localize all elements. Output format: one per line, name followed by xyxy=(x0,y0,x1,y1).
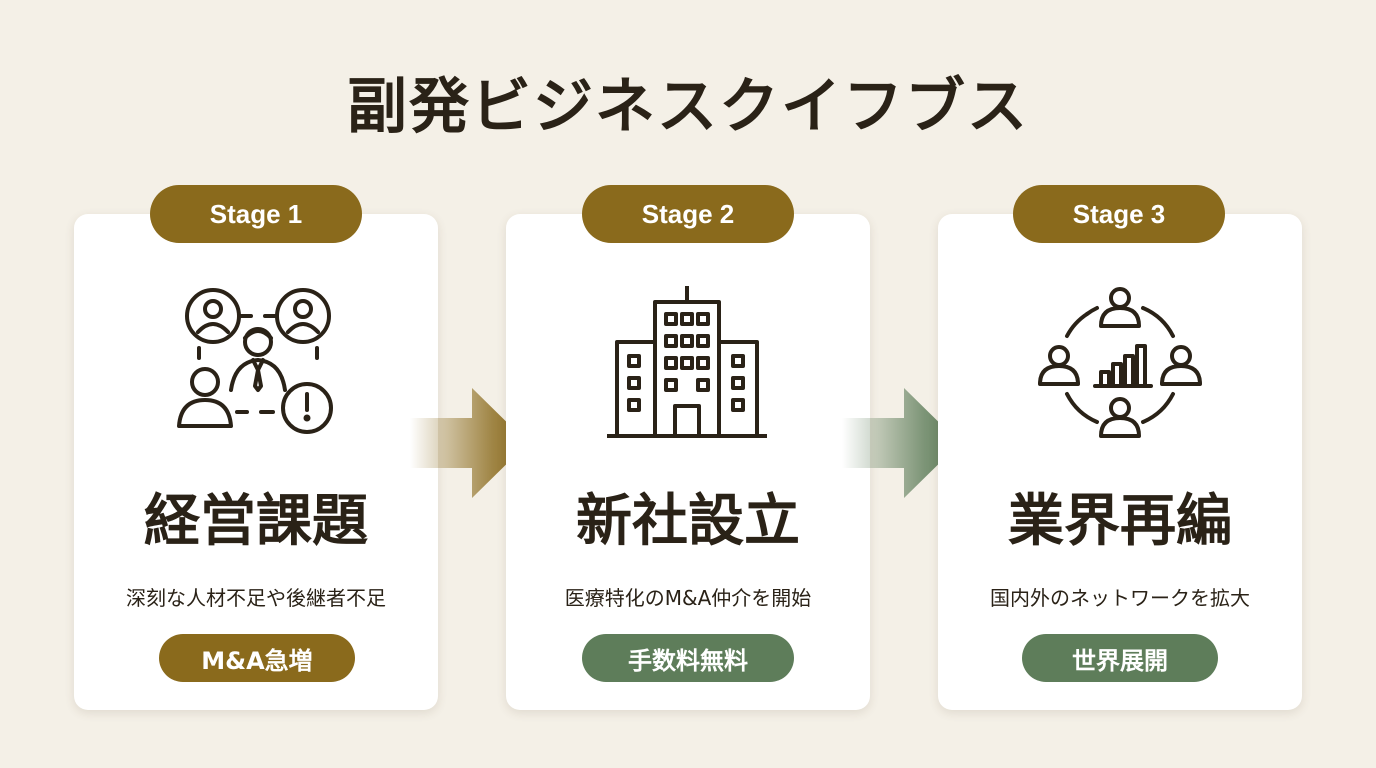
building-icon xyxy=(506,280,870,450)
stage-tag: 手数料無料 xyxy=(582,634,794,682)
stage-heading: 新社設立 xyxy=(576,488,800,554)
stage-badge-3: Stage 3 xyxy=(1013,185,1225,243)
stage-heading: 業界再編 xyxy=(1008,488,1232,554)
arrow-right-icon xyxy=(842,388,960,498)
stage-card-3: 業界再編 国内外のネットワークを拡大 世界展開 xyxy=(938,214,1302,710)
stage-description: 国内外のネットワークを拡大 xyxy=(990,586,1250,610)
arrow-right-icon xyxy=(410,388,528,498)
stage-badge-1: Stage 1 xyxy=(150,185,362,243)
stage-card-1: 経営課題 深刻な人材不足や後継者不足 M&A急増 xyxy=(74,214,438,710)
page-title: 副発ビジネスクイフブス xyxy=(347,72,1029,142)
network-chart-icon xyxy=(938,280,1302,450)
stage-card-2: 新社設立 医療特化のM&A仲介を開始 手数料無料 xyxy=(506,214,870,710)
stage-tag: M&A急増 xyxy=(159,634,355,682)
people-issue-icon xyxy=(74,280,438,450)
stage-description: 医療特化のM&A仲介を開始 xyxy=(564,586,812,610)
stage-tag: 世界展開 xyxy=(1022,634,1218,682)
stage-heading: 経営課題 xyxy=(144,488,368,554)
stage-badge-2: Stage 2 xyxy=(582,185,794,243)
stage-description: 深刻な人材不足や後継者不足 xyxy=(126,586,386,610)
